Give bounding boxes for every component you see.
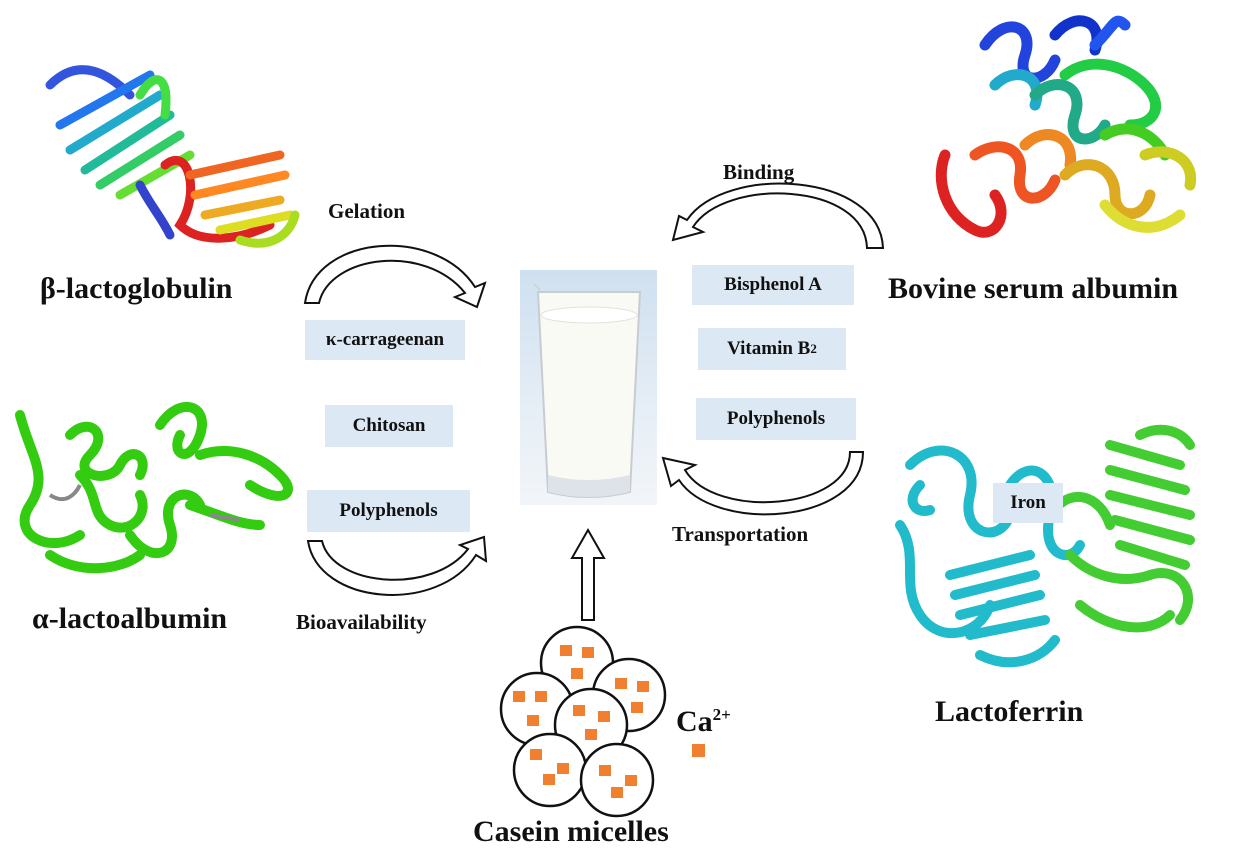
lactoferrin-label: Lactoferrin [935,695,1084,728]
bovine-serum-albumin-structure [935,15,1197,238]
calcium-symbol: Ca [676,705,713,738]
calcium-charge: 2+ [712,705,731,724]
bioavailability-arrow [306,535,488,596]
ligand-kappa-carrageenan: κ-carrageenan [305,320,465,360]
calcium-ion-label: Ca2+ [676,705,731,739]
vitamin-b-text: Vitamin B [727,338,811,359]
ligand-polyphenols-left: Polyphenols [307,490,470,532]
binding-arrow [671,182,885,249]
transportation-label: Transportation [672,522,809,546]
ligand-bisphenol-a: Bisphenol A [692,265,854,305]
vitamin-subscript: 2 [810,341,817,356]
ligand-iron: Iron [993,483,1063,523]
transportation-arrow [661,451,865,516]
ligand-polyphenols-right: Polyphenols [696,398,856,440]
casein-micelles-diagram [499,625,667,818]
calcium-ion-square [692,744,705,757]
micelle [512,732,588,808]
alpha-lactoalbumin-label: α-lactoalbumin [32,602,228,635]
beta-lactoglobulin-label: β-lactoglobulin [40,272,233,305]
beta-lactoglobulin-structure [45,65,300,248]
bovine-serum-albumin-label: Bovine serum albumin [888,272,1179,305]
lactoferrin-structure [895,424,1195,668]
milk-glass-image [520,270,657,505]
bioavailability-label: Bioavailability [296,610,427,634]
gelation-arrow [303,244,487,309]
casein-micelles-label: Casein micelles [473,815,669,848]
binding-label: Binding [723,160,795,184]
gelation-label: Gelation [328,199,405,223]
alpha-lactoalbumin-structure [15,401,293,574]
micelle [579,742,655,818]
casein-up-arrow [570,527,606,621]
ligand-chitosan: Chitosan [325,405,453,447]
